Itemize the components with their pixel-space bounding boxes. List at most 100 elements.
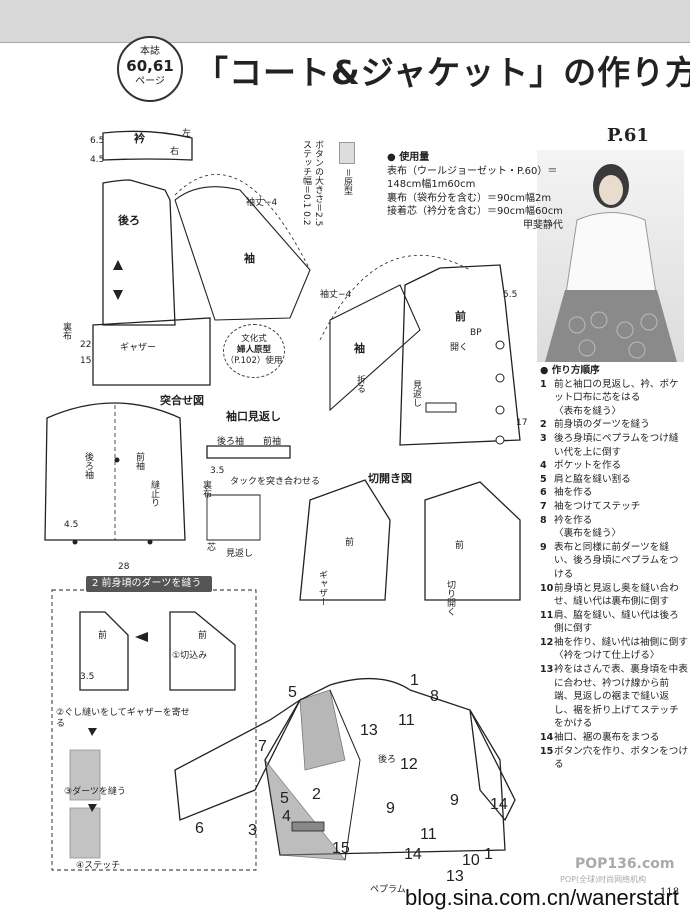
back-sleeve-label: 後ろ袖 — [83, 452, 93, 479]
left-label: 左 — [182, 129, 192, 139]
slit-open-label: 切り開く — [445, 580, 455, 616]
step-number: 15 — [540, 745, 554, 757]
dim-5-5: 5.5 — [503, 290, 518, 300]
front-sleeve-label: 袖 — [354, 342, 365, 355]
button-size: ボタンの大きさ＝2.5 — [313, 140, 323, 227]
callout-number: 13 — [446, 868, 464, 885]
author: 甲斐静代 — [522, 219, 563, 231]
lining-label: 裏布 — [61, 322, 71, 340]
step-number: 11 — [540, 609, 554, 621]
step-number: 10 — [540, 582, 554, 594]
step-text: 表布と同様に前ダーツを縫い、後ろ身頃にペプラムをつける — [554, 541, 679, 580]
callout-number: 5 — [280, 790, 289, 807]
button-note: ボタンの大きさ＝2.5 ステッチ幅＝0.1 0.2 — [300, 140, 324, 226]
open-label: 開く — [450, 343, 469, 353]
step-text: 肩、脇を縫い、縫い代は後ろ側に倒す — [554, 609, 679, 635]
stitch-label: ④ステッチ — [76, 861, 121, 871]
step-text: 後ろ身頃にペプラムをつけ縫い代を上に倒す — [554, 432, 679, 458]
cut-gather-label: ギャザー — [317, 570, 327, 606]
step-item: 5 肩と脇を縫い割る — [540, 473, 688, 487]
stitch-width: ステッチ幅＝0.1 0.2 — [301, 140, 311, 226]
step-number: 2 — [540, 419, 547, 431]
step-item: 〈裏布を縫う〉 — [540, 527, 688, 541]
gather-sew-label: ②ぐし縫いをしてギャザーを寄せる — [56, 708, 190, 729]
bunka-line1: 文化式 — [241, 334, 267, 344]
dart-sew-label: ③ダーツを縫う — [64, 787, 126, 797]
magazine-badge: 本誌 60,61 ページ — [117, 36, 183, 102]
step-number: 13 — [540, 664, 554, 676]
callout-number: 14 — [490, 796, 508, 813]
step-text: 衿を作る — [554, 514, 593, 526]
page-ref: P.61 — [607, 125, 649, 146]
tuck-label: タックを突き合わせる — [230, 477, 321, 487]
stop-label: 縫止り — [149, 480, 159, 507]
legend-label: ＝原型 — [342, 168, 352, 196]
fold-label: 折る — [355, 375, 365, 393]
badge-pages: 60,61 — [126, 57, 174, 75]
callout-number: 10 — [462, 852, 480, 869]
sleeve-label: 袖 — [244, 252, 255, 265]
callout-number: 14 — [404, 846, 422, 863]
callout-number: 3 — [248, 822, 257, 839]
pop-sub: POP(全球)时尚网络机构 — [560, 875, 647, 884]
callout-number: 9 — [450, 792, 459, 809]
callout-number: 11 — [420, 826, 437, 843]
step2-front2: 前 — [198, 631, 208, 641]
callout-number: 13 — [360, 722, 378, 739]
right-label: 右 — [170, 147, 180, 157]
step-item: 〈衿をつけて仕上げる〉 — [540, 649, 688, 663]
pop-logo: POP136.com — [575, 856, 675, 872]
callout-number: 7 — [258, 738, 267, 755]
callout-number: 8 — [430, 688, 439, 705]
step-number: 6 — [540, 487, 547, 499]
materials-line1: 表布（ウールジョーゼット・P.60）＝ — [387, 165, 558, 177]
step-text: 肩と脇を縫い割る — [554, 473, 631, 485]
step-text: ポケットを作る — [554, 460, 622, 472]
callout-number: 4 — [282, 808, 291, 825]
callout-number: 6 — [195, 820, 204, 837]
callout-number: 11 — [398, 712, 415, 729]
step-number: 8 — [540, 514, 547, 526]
step-number: 12 — [540, 636, 554, 648]
step-text: 〈衿をつけて仕上げる〉 — [554, 650, 660, 662]
combined-title: 突合せ図 — [160, 394, 204, 407]
front-sleeve-label2: 前袖 — [134, 452, 144, 470]
facing-label2: 見返し — [226, 549, 254, 559]
cuff-facing-title: 袖口見返し — [226, 410, 281, 423]
materials-line4: 接着芯（衿分を含む）＝90cm幅60cm — [387, 206, 563, 217]
callout-number: 15 — [332, 840, 350, 857]
callout-number: 12 — [400, 756, 418, 773]
step-number: 3 — [540, 432, 547, 444]
step-number: 9 — [540, 541, 547, 553]
materials-heading: ● 使用量 — [387, 152, 430, 163]
step-text: 衿をはさんで表、裏身頃を中表に合わせ、衿つけ線から前端、見返しの裾まで縫い返し、… — [554, 664, 688, 730]
dim-22: 22 — [80, 340, 92, 350]
materials-block: ● 使用量 表布（ウールジョーゼット・P.60）＝ 148cm幅1m60cm 裏… — [387, 151, 563, 232]
materials-line3: 裏布（袋布分を含む）＝90cm幅2m — [387, 192, 552, 204]
header-bar — [0, 0, 690, 43]
dim-15: 15 — [80, 356, 92, 366]
callout-number: 1 — [484, 846, 493, 863]
dim-4-5: 4.5 — [90, 155, 105, 165]
jacket-back-label: 後ろ — [378, 755, 397, 765]
step-text: 〈表布を縫う〉 — [554, 405, 622, 417]
peplum-label: ペプラム — [370, 885, 406, 895]
dim-6-5: 6.5 — [90, 136, 105, 146]
page-title: 「コート&ジャケット」の作り方 — [195, 53, 690, 92]
step-number: 14 — [540, 732, 554, 744]
core-label: 芯 — [207, 543, 217, 553]
step-number: 4 — [540, 460, 547, 472]
cut-in-label: ①切込み — [172, 651, 208, 661]
step-text: 袖をつけてステッチ — [554, 500, 641, 512]
collar-label: 衿 — [134, 132, 145, 145]
step-number: 5 — [540, 473, 547, 485]
